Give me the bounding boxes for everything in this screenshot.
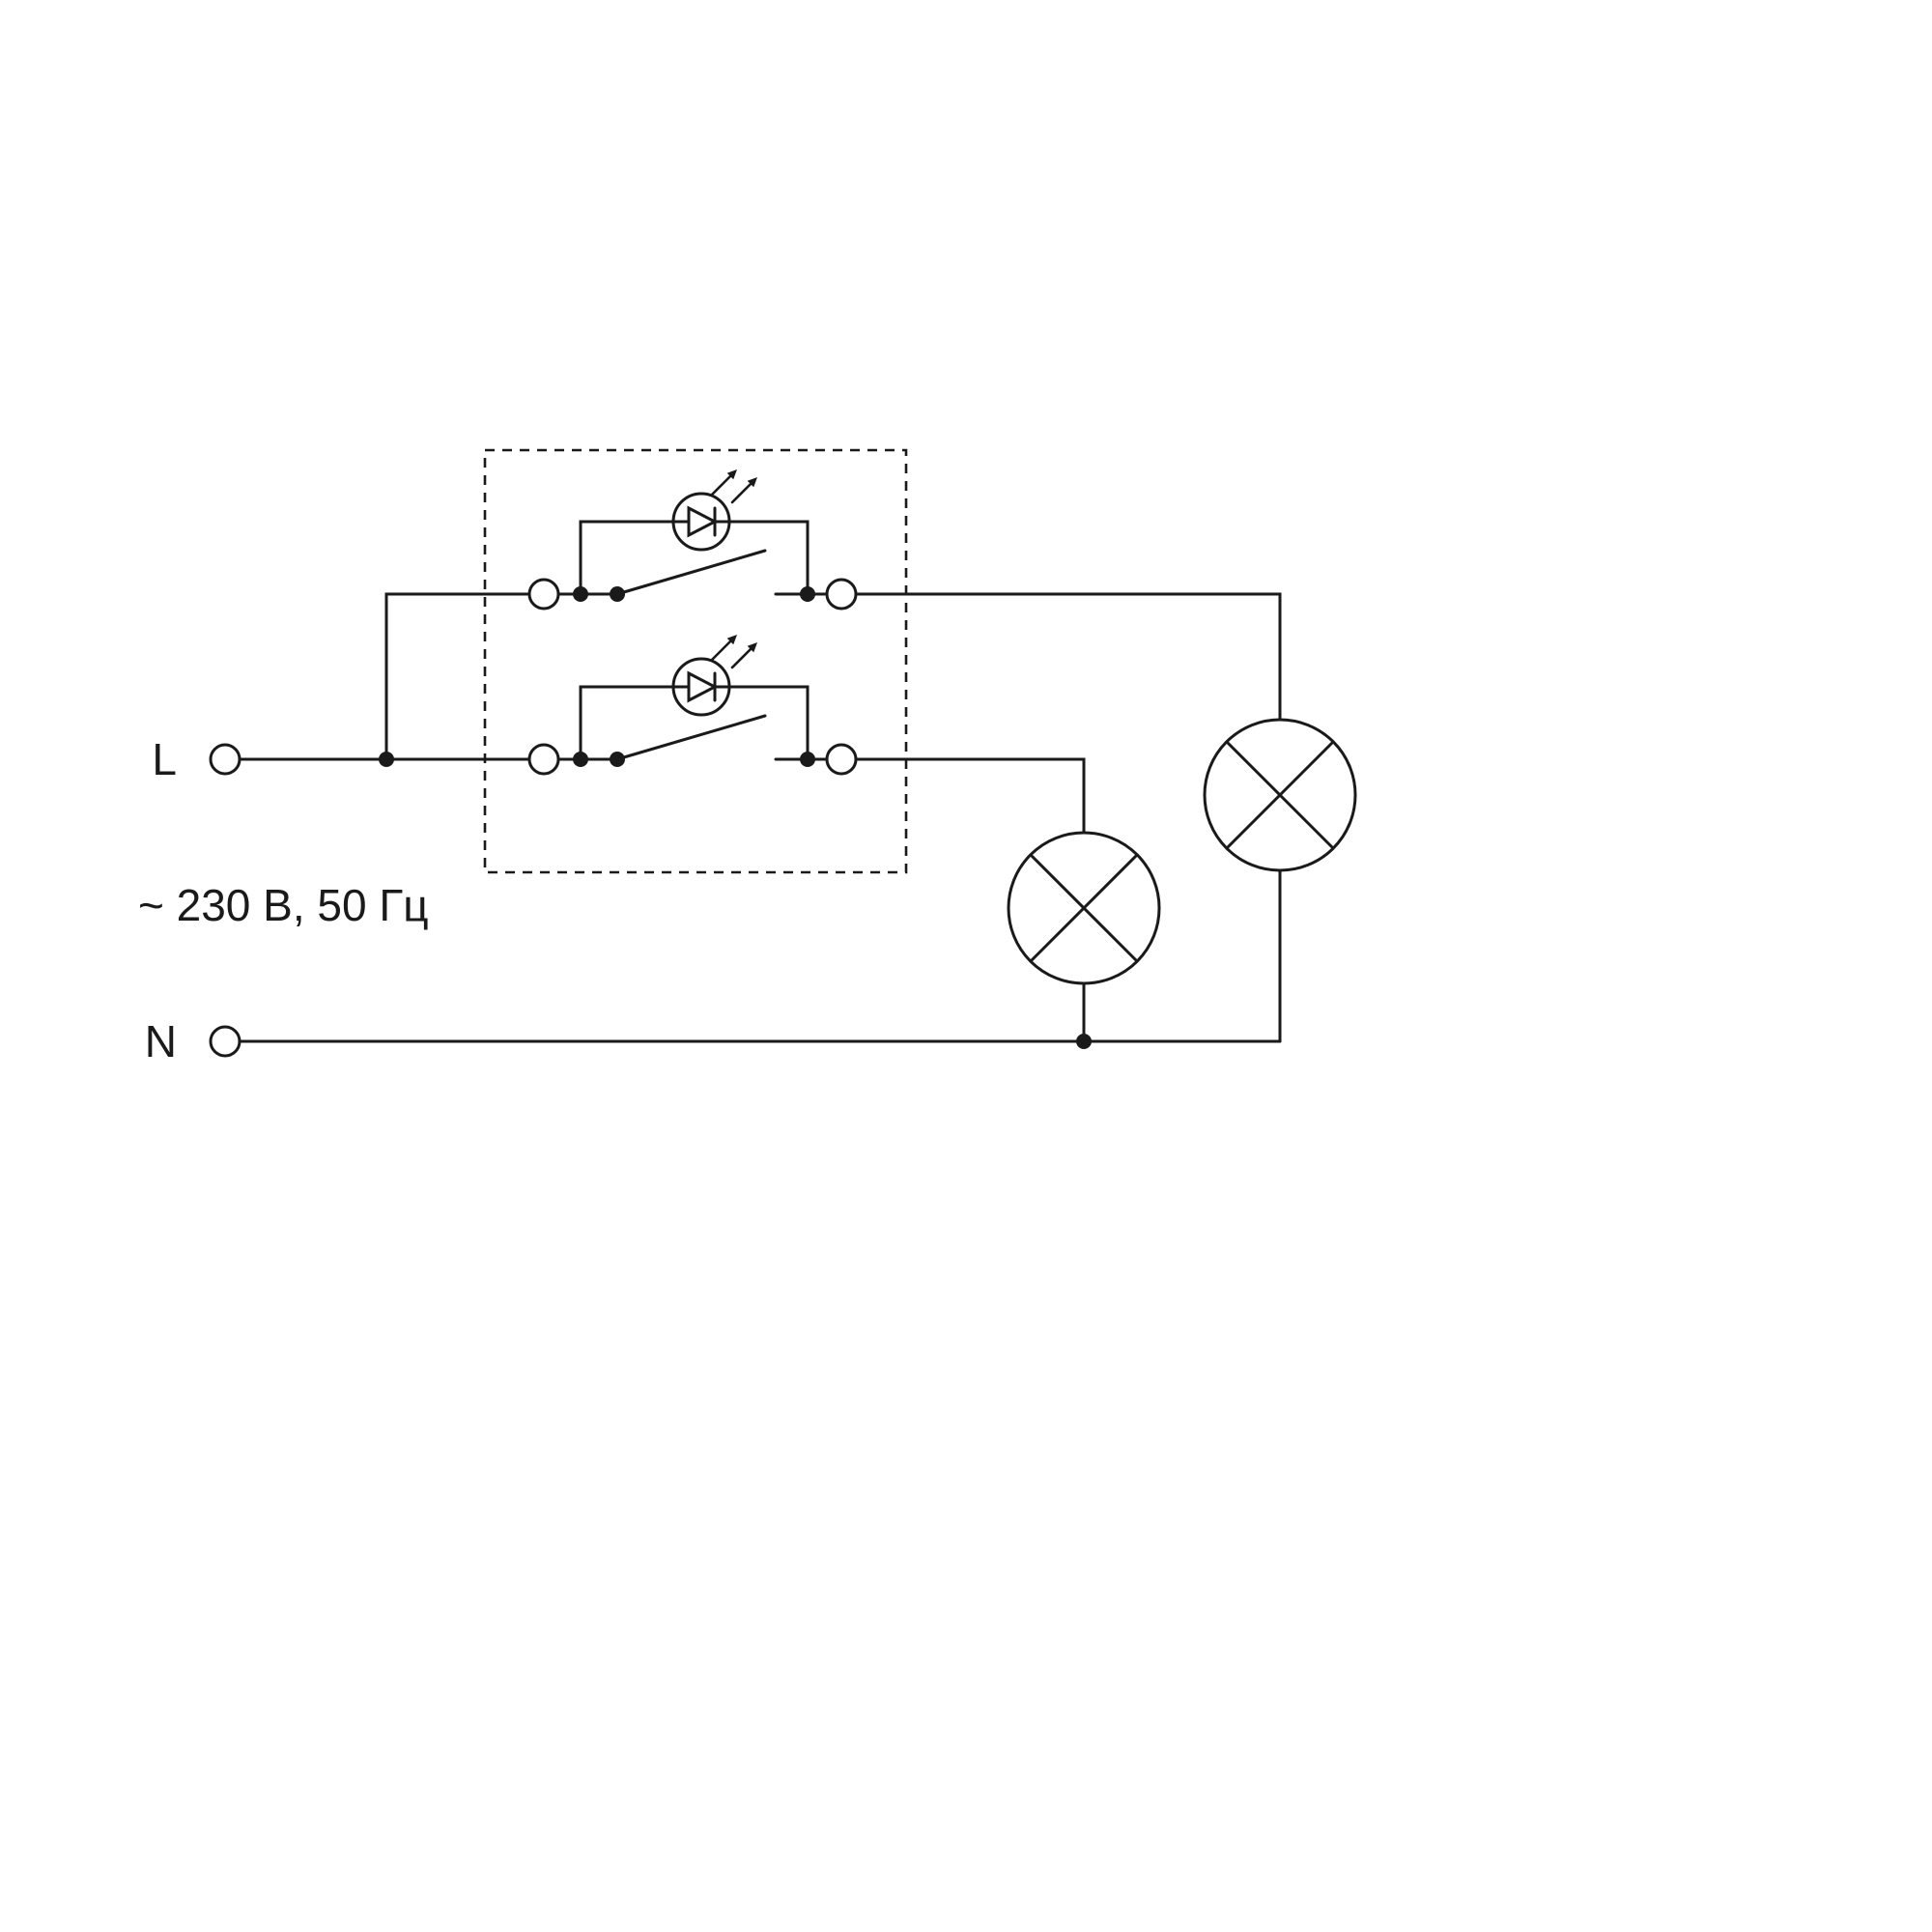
wire-branch-to-gang-1 xyxy=(384,592,531,761)
neutral-terminal-label: N xyxy=(145,1016,177,1066)
wire-gang-1-to-lamp-1 xyxy=(854,592,1282,722)
lamp-1 xyxy=(1203,718,1357,872)
wire-gang-2-to-lamp-2 xyxy=(854,757,1086,835)
switch-gang-2 xyxy=(527,633,858,776)
line-supply-terminal xyxy=(209,743,242,776)
switch-enclosure-outline xyxy=(483,448,908,874)
neutral-supply-terminal xyxy=(209,1025,242,1058)
supply-rating-label: ~ 230 В, 50 Гц xyxy=(138,880,429,930)
switch-gang-1 xyxy=(527,468,858,611)
lamp-2 xyxy=(1007,831,1161,985)
line-terminal-label: L xyxy=(152,734,177,784)
